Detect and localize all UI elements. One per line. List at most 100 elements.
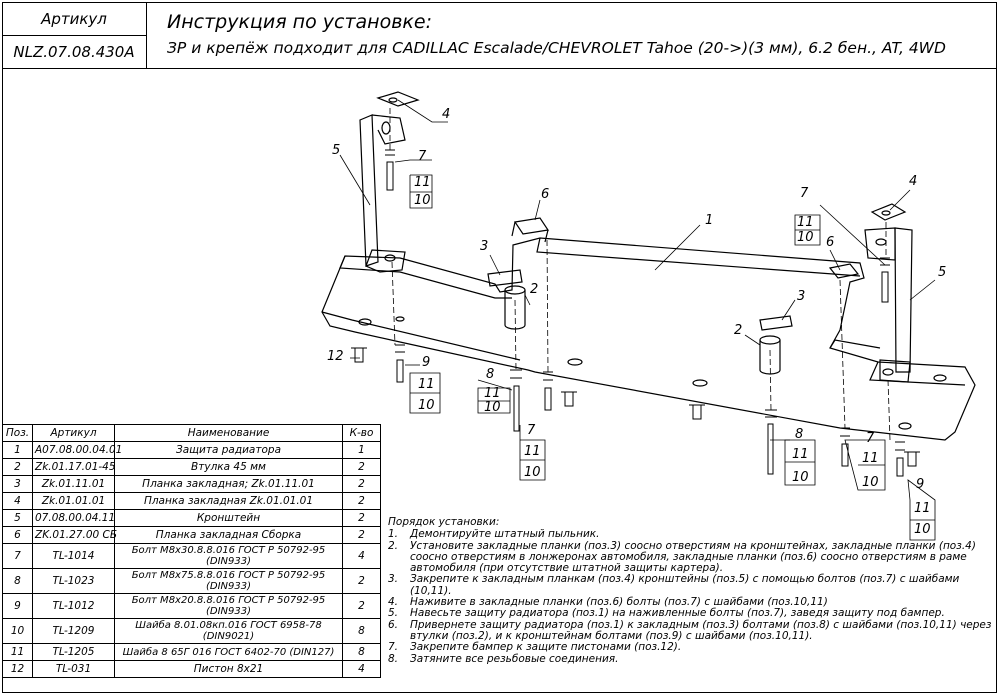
step-item: 8.Затяните все резьбовые соединения. [388, 652, 993, 665]
cell-qty: 8 [342, 643, 381, 661]
step-item: 7. Закрепите бампер к защите пистонами (п… [388, 641, 993, 654]
cell-article: TL-031 [32, 660, 115, 678]
cell-article: ZK.01.27.00 СБ [32, 526, 117, 544]
cell-name: Защита радиатора [114, 441, 343, 459]
callout-10: 10 [418, 398, 435, 413]
cell-qty: 4 [342, 543, 381, 569]
cell-name: Планка закладная; Zk.01.11.01 [114, 475, 343, 493]
step-number: 7. [388, 641, 399, 654]
cell-article: TL-1205 [32, 643, 115, 661]
callout-11: 11 [414, 175, 431, 190]
callout-11: 11 [862, 451, 879, 466]
cell-name: Планка закладная Zk.01.01.01 [114, 492, 343, 510]
step-text: Навесьте защиту радиатора (поз.1) на наж… [410, 607, 945, 620]
cell-name: Пистон 8х21 [114, 660, 343, 678]
fasteners [351, 149, 920, 477]
col-header-article: Артикул [32, 424, 115, 442]
cell-pos: 4 [2, 492, 33, 510]
cell-article: TL-1012 [32, 593, 115, 619]
callout-10: 10 [914, 522, 931, 537]
callout-10: 10 [797, 230, 814, 245]
callout-labels: 4 5 7 11 10 6 3 1 2 7 11 10 4 5 6 3 2 12… [327, 107, 946, 537]
step-text: Наживите в закладные планки (поз.6) болт… [410, 596, 828, 609]
col-header-name: Наименование [114, 424, 343, 442]
col-header-qty: К-во [342, 424, 381, 442]
step-number: 3. [388, 573, 399, 586]
callout-11: 11 [797, 215, 814, 230]
cell-pos: 5 [2, 509, 33, 527]
callout-11: 11 [792, 447, 809, 462]
callout-12: 12 [327, 349, 344, 364]
page-subtitle: ЗР и крепёж подходит для CADILLAC Escala… [167, 39, 946, 57]
cell-name: Шайба 8.01.08кп.016 ГОСТ 6958-78 (DIN902… [114, 618, 343, 644]
cell-article: Zk.01.17.01-45 [32, 458, 116, 476]
cell-article: Zk.01.11.01 [32, 475, 115, 493]
callout-9: 9 [422, 355, 430, 370]
radiator-guard-plate [321, 237, 976, 441]
cell-pos: 3 [2, 475, 33, 493]
cell-qty: 2 [342, 509, 381, 527]
cell-qty: 2 [342, 458, 381, 476]
step-text: Затяните все резьбовые соединения. [410, 652, 619, 665]
callout-7: 7 [800, 186, 809, 201]
assembly-axes [389, 108, 891, 441]
callout-2: 2 [530, 282, 538, 297]
leader-lines [339, 99, 936, 541]
steps-heading: Порядок установки: [388, 516, 500, 528]
callout-7: 7 [866, 431, 875, 446]
step-number: 1. [388, 528, 399, 541]
step-text: Закрепите бампер к защите пистонами (поз… [410, 641, 682, 654]
cell-article: TL-1023 [32, 568, 115, 594]
step-item: 4. Наживите в закладные планки (поз.6) бо… [388, 596, 993, 609]
cell-name: Шайба 8 65Г 016 ГОСТ 6402-70 (DIN127) [114, 643, 343, 661]
cell-qty: 8 [342, 618, 381, 644]
cell-pos: 9 [2, 593, 33, 619]
step-number: 6. [388, 618, 399, 631]
callout-5: 5 [332, 143, 340, 158]
cell-pos: 11 [2, 643, 33, 661]
callout-11: 11 [524, 444, 541, 459]
step-number: 2. [388, 539, 399, 552]
cell-qty: 2 [342, 475, 381, 493]
callout-7: 7 [418, 149, 427, 164]
callout-7: 7 [527, 423, 536, 438]
table-header-row: Поз. Артикул Наименование К-во [2, 424, 381, 442]
cell-qty: 2 [342, 492, 381, 510]
callout-4: 4 [909, 174, 917, 189]
callout-6: 6 [541, 187, 549, 202]
callout-1: 1 [705, 213, 713, 228]
step-item: 6.Привернете защиту радиатора (поз.1) к … [388, 618, 993, 643]
cell-name: Планка закладная Сборка [114, 526, 343, 544]
callout-4: 4 [442, 107, 450, 122]
left-bracket [359, 114, 406, 273]
cell-qty: 2 [342, 593, 381, 619]
cell-pos: 12 [2, 660, 33, 678]
callout-8: 8 [795, 427, 803, 442]
callout-10: 10 [414, 193, 431, 208]
article-code: NLZ.07.08.430A [2, 36, 147, 69]
step-item: 2.Установите закладные планки (поз.3) со… [388, 539, 993, 575]
cell-article: TL-1209 [32, 618, 115, 644]
cell-qty: 4 [342, 660, 381, 678]
callout-6: 6 [826, 235, 834, 250]
cell-pos: 6 [2, 526, 33, 544]
step-number: 5. [388, 607, 399, 620]
cell-name: Болт М8х20.8.8.016 ГОСТ Р 50792-95 (DIN9… [114, 593, 343, 619]
cell-article: A07.08.00.04.01 [32, 441, 122, 459]
step-number: 4. [388, 596, 399, 609]
callout-11: 11 [484, 386, 501, 401]
col-header-pos: Поз. [2, 424, 33, 442]
callout-10: 10 [524, 465, 541, 480]
callout-3: 3 [797, 289, 805, 304]
callout-3: 3 [480, 239, 488, 254]
callout-2: 2 [734, 323, 742, 338]
step-item: 5. Навесьте защиту радиатора (поз.1) на н… [388, 607, 993, 620]
